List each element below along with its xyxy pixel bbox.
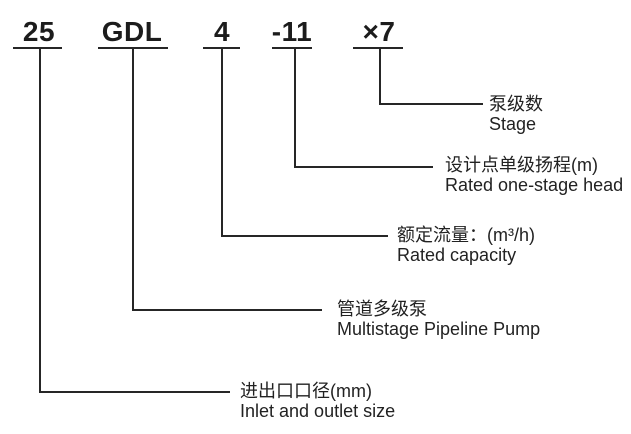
connector-hline-pump-type [132,309,322,311]
label-inlet-outlet-size: 进出口口径(mm) Inlet and outlet size [240,381,395,421]
label-one-stage-head-cn: 设计点单级扬程(m) [445,155,598,175]
connector-vline-inlet-outlet-size [39,48,41,392]
label-one-stage-head-en: Rated one-stage head [445,175,624,195]
connector-hline-stage-count [379,103,483,105]
label-pump-type: 管道多级泵 Multistage Pipeline Pump [337,299,540,339]
connector-vline-rated-capacity [221,48,223,236]
label-pump-type-cn: 管道多级泵 [337,299,427,319]
connector-hline-rated-capacity [221,235,388,237]
label-pump-type-en: Multistage Pipeline Pump [337,319,541,339]
connector-vline-stage-count [379,48,381,104]
underline-one-stage-head [272,47,312,49]
code-inlet-outlet-size: 25 [22,16,56,47]
connector-vline-pump-type [132,48,134,310]
connector-hline-inlet-outlet-size [39,391,230,393]
label-stage-count-cn: 泵级数 [489,94,543,114]
connector-vline-one-stage-head [294,48,296,167]
code-stage-count: ×7 [362,16,396,47]
label-rated-capacity-en: Rated capacity [397,245,517,265]
code-rated-capacity: 4 [213,16,231,47]
connector-hline-one-stage-head [294,166,433,168]
underline-inlet-outlet-size [13,47,62,49]
code-pump-type: GDL [101,16,163,47]
label-rated-capacity: 额定流量：(m³/h) Rated capacity [397,225,535,265]
code-one-stage-head: -11 [271,16,313,47]
label-stage-count: 泵级数 Stage [489,94,543,134]
label-inlet-outlet-size-cn: 进出口口径(mm) [240,381,372,401]
label-inlet-outlet-size-en: Inlet and outlet size [240,401,396,421]
label-stage-count-en: Stage [489,114,537,134]
label-rated-capacity-cn: 额定流量：(m³/h) [397,225,535,245]
label-one-stage-head: 设计点单级扬程(m) Rated one-stage head [445,155,623,195]
underline-stage-count [353,47,403,49]
